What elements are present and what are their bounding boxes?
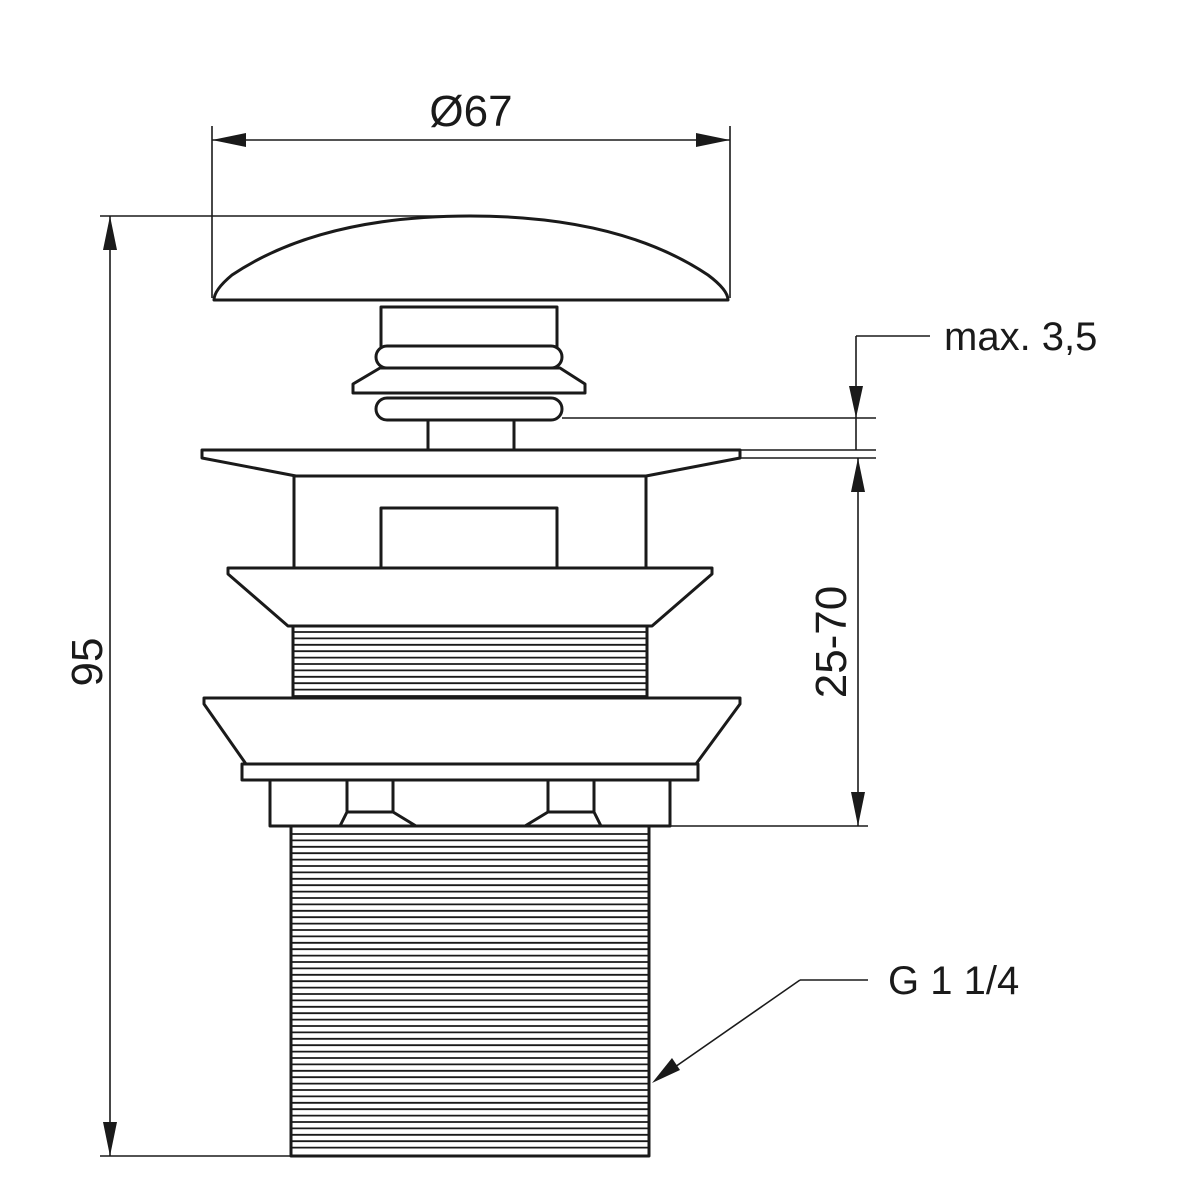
diameter-label: Ø67 xyxy=(429,87,512,136)
upper-thread xyxy=(291,624,649,700)
lower-thread xyxy=(289,824,651,1158)
body xyxy=(292,474,648,572)
stem xyxy=(351,305,587,452)
dimension-max-thickness: max. 3,5 xyxy=(562,315,1097,451)
leader-thread-size: G 1 1/4 xyxy=(652,959,1019,1083)
lower-seal xyxy=(202,696,742,782)
dimension-diameter: Ø67 xyxy=(211,87,731,298)
top-flange xyxy=(200,448,742,478)
max-thickness-label: max. 3,5 xyxy=(944,315,1097,359)
nut xyxy=(268,778,672,828)
dimension-total-height: 95 xyxy=(63,215,470,1157)
upper-washer xyxy=(226,566,714,628)
total-height-label: 95 xyxy=(63,638,112,687)
clamp-range-label: 25-70 xyxy=(807,586,856,699)
thread-size-label: G 1 1/4 xyxy=(888,959,1019,1003)
dimension-clamp-range: 25-70 xyxy=(649,457,876,827)
cap xyxy=(212,214,730,302)
